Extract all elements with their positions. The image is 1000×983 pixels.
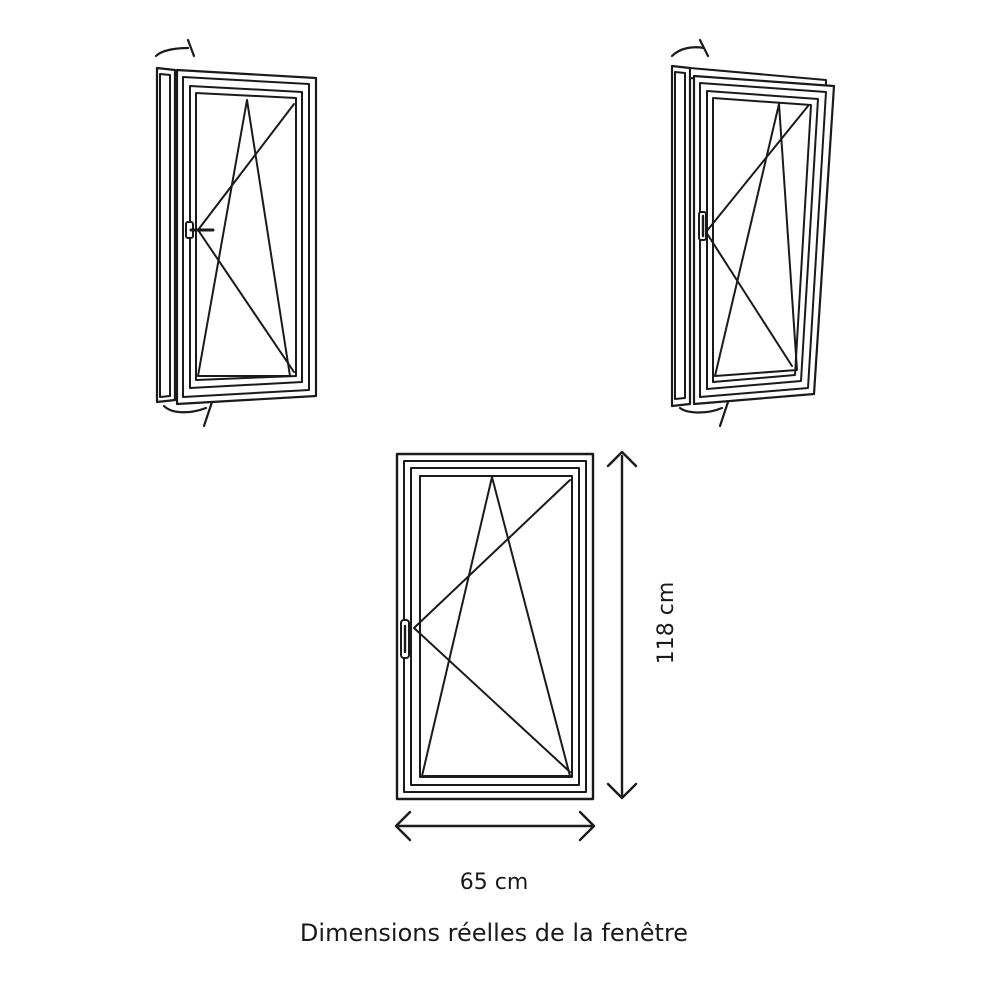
rotation-arrow-icon (670, 38, 710, 58)
glass (712, 97, 812, 383)
glass (195, 92, 297, 381)
diagram-caption: Dimensions réelles de la fenêtre (299, 919, 689, 947)
double-arrow-icon (394, 810, 596, 842)
rotation-arrow-icon (162, 400, 214, 428)
double-arrow-icon (606, 450, 638, 800)
height-dimension-label: 118 cm (654, 581, 679, 665)
window-open-left (154, 38, 318, 428)
width-dimension-label: 65 cm (459, 870, 529, 895)
window-handle-icon (185, 221, 215, 239)
window-open-right (670, 38, 836, 428)
tilt-indicator (197, 99, 291, 377)
rotation-arrow-icon (678, 400, 730, 428)
outer-frame (395, 452, 595, 801)
sash-inner (189, 85, 303, 389)
tilt-indicator (421, 476, 571, 777)
rotation-arrow-icon (154, 38, 196, 58)
outer-frame-left-inner (674, 71, 686, 400)
sash-outer (692, 74, 836, 406)
tilt-indicator (714, 103, 798, 377)
turn-indicator (413, 479, 571, 773)
window-front-view (395, 452, 595, 801)
sash-bevel (182, 76, 310, 398)
window-handle-icon (698, 211, 707, 241)
window-handle-icon (400, 619, 410, 659)
sash-bevel (699, 82, 827, 398)
sash (410, 467, 580, 786)
outer-frame-left-inner (159, 73, 171, 398)
sash-inner (706, 90, 819, 390)
